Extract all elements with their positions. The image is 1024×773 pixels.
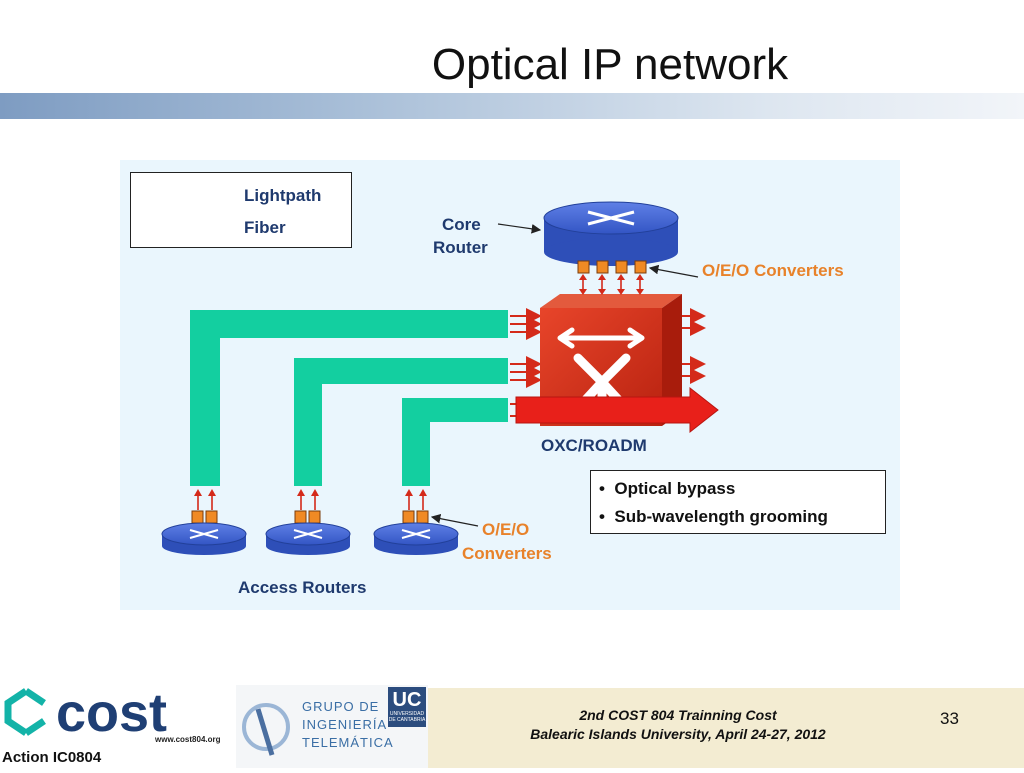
grupo-ingenieria-logo: GRUPO DE INGENIERÍA TELEMÁTICA UC UNIVER… [236,685,428,768]
footer-band [428,688,1024,768]
cost-logo-text: cost [56,685,167,743]
uc-logo-text: UC [392,689,422,711]
gi-logo-mark [242,703,290,756]
oeo-bottom-label-line1: O/E/O [482,520,530,539]
grupo-line-2: INGENIERÍA [302,717,388,732]
access-router-2 [265,522,351,555]
footer-event-line: 2nd COST 804 Trainning Cost [579,707,777,723]
page-number: 33 [940,709,959,728]
diagram-canvas [120,160,900,610]
core-router-label-line1: Core [442,215,481,234]
access-router-3 [373,522,459,555]
bullet-sub-wavelength: • Sub-wavelength grooming [599,507,828,526]
footer-venue-line: Balearic Islands University, April 24-27… [530,726,826,742]
core-router-label-line2: Router [433,238,488,257]
legend-fiber-label: Fiber [244,218,286,237]
optical-bypass-arrow [515,386,719,434]
grupo-line-1: GRUPO DE [302,699,380,714]
uc-logo-subtext: UNIVERSIDAD DE CANTABRIA [388,711,426,723]
uc-logo: UC UNIVERSIDAD DE CANTABRIA [388,687,426,727]
slide-title: Optical IP network [431,40,789,89]
core-router [543,201,679,266]
cost-logo: cost www.cost804.org Action IC0804 [0,683,235,768]
fiber-3 [402,398,508,486]
oxc-roadm-label: OXC/ROADM [541,436,647,455]
oeo-top-pointer [648,264,699,278]
feature-list: • Optical bypass • Sub-wavelength groomi… [590,470,886,534]
footer: cost www.cost804.org Action IC0804 GRUPO… [0,683,1024,768]
fiber-2 [294,358,508,486]
optical-ip-diagram: Lightpath Fiber Core Router O/E/O Conver… [120,160,900,610]
title-band [0,93,1024,119]
oeo-top-label: O/E/O Converters [702,261,844,280]
legend: Lightpath Fiber [130,172,352,248]
cost-logo-mark: cost [4,683,167,743]
access-router-1 [161,522,247,555]
oeo-bottom-label-line2: Converters [462,544,552,563]
cost-url: www.cost804.org [155,735,221,744]
lightpaths-out-oxc [682,308,706,384]
core-router-pointer [497,223,542,234]
bullet-optical-bypass: • Optical bypass [599,479,736,498]
oeo-bottom-pointer [430,513,479,527]
core-oeo-converters [577,260,647,295]
grupo-line-3: TELEMÁTICA [302,735,394,750]
fiber-1 [190,310,508,486]
access-routers-label: Access Routers [238,578,367,597]
action-label: Action IC0804 [2,749,102,766]
legend-lightpath-label: Lightpath [244,186,322,205]
